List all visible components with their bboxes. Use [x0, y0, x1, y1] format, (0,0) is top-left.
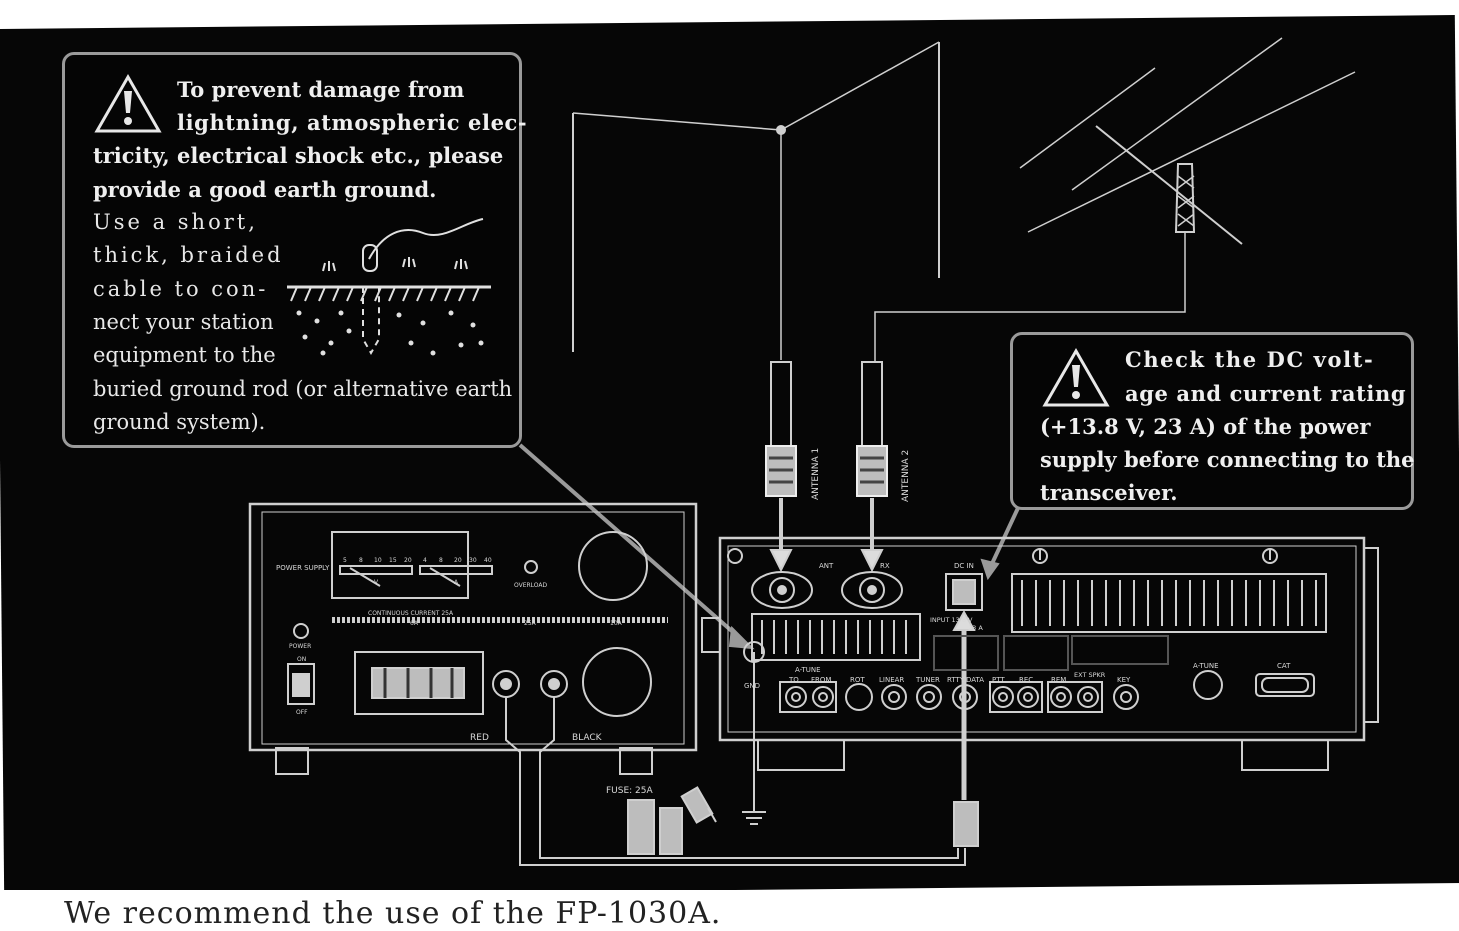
- dc-text-line: Check the DC volt-: [1125, 347, 1375, 372]
- jack-label: ROT: [850, 676, 865, 684]
- jack-label: PTT: [992, 676, 1005, 684]
- a-tune-left-label: A-TUNE: [795, 666, 821, 674]
- yagi-antenna: [874, 37, 1356, 362]
- dc-text-line: supply before connecting to the: [1040, 447, 1415, 472]
- warning-icon: [1042, 347, 1110, 407]
- ground-text-line: provide a good earth ground.: [93, 177, 437, 202]
- ant-label: ANT: [819, 562, 834, 570]
- jack-label: KEY: [1117, 676, 1131, 684]
- page-bottom-strip: [0, 890, 1459, 921]
- antenna1-plug: [765, 361, 797, 573]
- dc-in-label: DC IN: [954, 562, 974, 570]
- ground-text-line: thick, braided: [93, 243, 284, 267]
- off-label: OFF: [296, 709, 308, 716]
- amp-tick: 30: [469, 557, 477, 564]
- ground-text-line: To prevent damage from: [177, 77, 465, 102]
- ground-text-line: tricity, electrical shock etc., please: [93, 143, 504, 168]
- antenna2-label: ANTENNA 2: [901, 450, 911, 502]
- ground-rod-illustration: [287, 218, 491, 356]
- jack-label: TO: [788, 676, 799, 684]
- jack-label: REM: [1051, 676, 1066, 684]
- amp-unit: A: [454, 579, 459, 586]
- ground-text-line: ground system).: [93, 410, 266, 434]
- rating-10a: 10A: [610, 620, 623, 627]
- ps-title: POWER SUPPLY: [276, 564, 330, 572]
- jack-label: REC: [1019, 676, 1033, 684]
- fuse-label: FUSE: 25A: [606, 786, 654, 796]
- jack-label: LINEAR: [879, 676, 904, 684]
- dc-text-line: transceiver.: [1040, 480, 1178, 505]
- amp-tick: 20: [454, 557, 462, 564]
- input-label: INPUT 13.8 V: [930, 616, 973, 624]
- dc-text-line: age and current rating: [1125, 381, 1407, 406]
- ground-text-line: equipment to the: [93, 343, 276, 367]
- jack-label: TUNER: [915, 676, 940, 684]
- ground-text-line: nect your station: [93, 310, 274, 334]
- amp-tick: 40: [484, 557, 492, 564]
- dc-callout: Check the DC volt- age and current ratin…: [1010, 332, 1415, 510]
- black-label: BLACK: [572, 733, 603, 743]
- rating-25a: 25A: [524, 620, 537, 627]
- ground-text-line: Use a short,: [93, 210, 258, 234]
- jack-label: FROM: [811, 676, 831, 684]
- transceiver-rear-panel: [701, 536, 1379, 771]
- amp-label: 23 A: [968, 624, 983, 632]
- gnd-label: GND: [744, 682, 760, 690]
- ground-text-line: cable to con-: [93, 277, 269, 301]
- jack-label: DATA: [966, 676, 984, 684]
- on-label: ON: [297, 656, 306, 663]
- continuous-label: CONTINUOUS CURRENT 25A: [368, 610, 454, 617]
- power-label: POWER: [289, 643, 311, 650]
- overload-label: OVERLOAD: [514, 582, 548, 589]
- amp-tick: 4: [423, 557, 427, 564]
- power-supply-unit: [248, 502, 698, 775]
- ground-callout: To prevent damage from lightning, atmosp…: [62, 52, 527, 448]
- volt-tick: 5: [343, 557, 347, 564]
- volt-tick: 20: [404, 557, 412, 564]
- a-tune-right-label: A-TUNE: [1193, 662, 1219, 670]
- cat-label: CAT: [1277, 662, 1291, 670]
- wire-antenna: [572, 41, 940, 360]
- volt-tick: 15: [389, 557, 397, 564]
- jack-label: RTTY: [947, 676, 965, 684]
- warning-icon: [94, 73, 162, 133]
- jack-label: EXT SPKR: [1074, 671, 1106, 679]
- ground-text-line: buried ground rod (or alternative earth: [93, 377, 513, 401]
- antenna2-plug: [856, 361, 888, 573]
- volt-tick: 10: [374, 557, 382, 564]
- rx-label: RX: [880, 562, 890, 570]
- power-cable: [505, 697, 966, 866]
- volt-tick: 8: [359, 557, 363, 564]
- ground-text-line: lightning, atmospheric elec-: [177, 110, 528, 135]
- volt-unit: V: [374, 579, 379, 586]
- red-label: RED: [470, 733, 489, 743]
- amp-tick: 8: [439, 557, 443, 564]
- rating-6a: 6A: [410, 620, 419, 627]
- dc-text-line: (+13.8 V, 23 A) of the power: [1040, 414, 1371, 439]
- antenna1-label: ANTENNA 1: [811, 448, 821, 500]
